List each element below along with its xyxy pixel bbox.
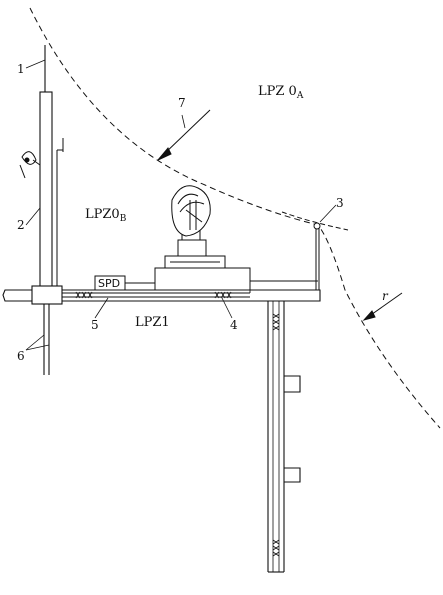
shielded-cable-marks-vertical [272,313,280,557]
zone-lpz1-label: LPZ1 [135,315,170,330]
callout-1: 1 [17,62,25,76]
mast [39,45,53,375]
large-dish-antenna [154,185,251,291]
shielded-cable-marks-left [75,291,93,299]
shielded-cable-marks-right [214,291,232,299]
small-dish-antenna [19,151,41,179]
air-terminal [313,222,321,290]
radius-arrow [362,292,403,321]
radius-label: r [382,289,389,303]
rolling-sphere-arc [29,7,441,429]
callout-leaders [25,59,337,351]
zone-lpz0b-label: LPZ0B [85,207,127,224]
spd-label: SPD [98,277,120,290]
building-wall [267,301,301,573]
callout-6: 6 [17,349,25,363]
zone-lpz0a-label: LPZ 0A [258,84,304,101]
down-conductor [56,138,64,288]
lightning-strike-arrow [157,109,211,161]
callout-5: 5 [91,318,99,332]
callout-2: 2 [17,218,25,232]
callout-7: 7 [178,96,186,110]
callout-4: 4 [230,318,238,332]
callout-3: 3 [336,196,344,210]
